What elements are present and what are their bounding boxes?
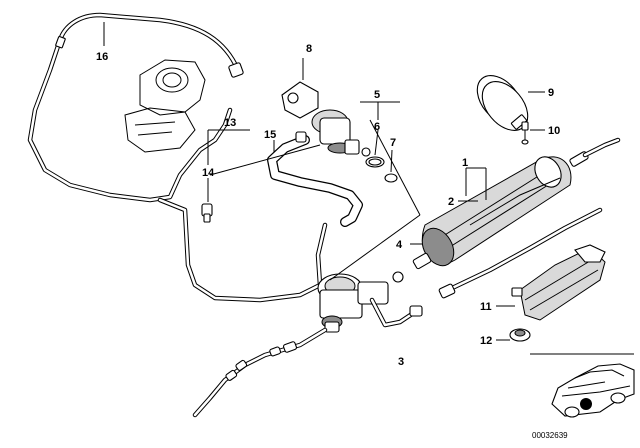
hose-15	[267, 131, 363, 227]
callout-5: 5	[374, 89, 380, 101]
engine-component-outline	[124, 59, 206, 153]
pressure-regulator-3	[317, 271, 423, 333]
callout-1: 1	[462, 157, 468, 169]
callout-13: 13	[224, 117, 236, 129]
lower-fuel-line	[192, 327, 328, 418]
callout-9: 9	[548, 87, 554, 99]
callout-3: 3	[398, 356, 404, 368]
callout-labels: 1 2 3 4 5 6 7 8 9 10 11 12 13 14 15 16	[96, 43, 560, 368]
location-marker-icon	[580, 398, 592, 410]
fuel-line-13	[157, 197, 328, 303]
screw-10	[521, 121, 529, 145]
valve-8	[281, 81, 371, 157]
cover-11	[511, 244, 606, 321]
callout-8: 8	[306, 43, 312, 55]
clip-14	[201, 203, 213, 223]
callout-16: 16	[96, 51, 108, 63]
leader-lines	[103, 22, 545, 341]
car-location-inset	[530, 353, 635, 418]
callout-4: 4	[396, 239, 403, 251]
fuel-filter-1	[412, 137, 621, 270]
callout-15: 15	[264, 129, 276, 141]
callout-14: 14	[202, 167, 215, 179]
clamp-9	[476, 75, 529, 131]
callout-12: 12	[480, 335, 492, 347]
filter-outlet-line	[438, 177, 603, 299]
callout-7: 7	[390, 137, 396, 149]
callout-10: 10	[548, 125, 560, 137]
callout-11: 11	[480, 301, 492, 313]
grommet-12	[509, 328, 531, 342]
fuel-line-16	[27, 12, 244, 203]
reference-number: 00032639	[532, 431, 568, 440]
o-rings-6-7	[365, 156, 398, 183]
callout-6: 6	[374, 121, 380, 133]
callout-2: 2	[448, 196, 454, 208]
